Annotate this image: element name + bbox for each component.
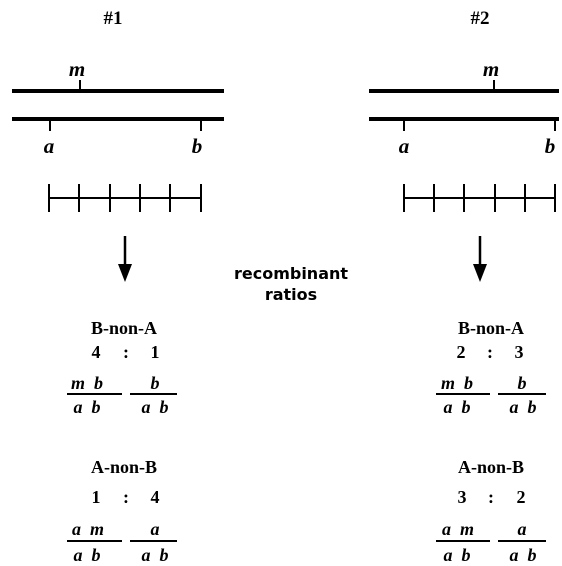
ratio-heading: B-non-A	[91, 318, 157, 338]
center-label-line1: recombinant	[234, 264, 348, 283]
marker-a-label: a	[399, 134, 410, 158]
genotype-denominator: a b	[510, 545, 537, 565]
genotype-numerator: a	[151, 519, 160, 539]
panel-title: #2	[471, 8, 490, 29]
ratio-heading: B-non-A	[458, 318, 524, 338]
genotype-denominator: a b	[74, 397, 101, 417]
marker-b-label: b	[545, 134, 556, 158]
down-arrow-icon	[118, 236, 132, 282]
ratio-heading: A-non-B	[458, 457, 524, 477]
genotype-numerator: a	[518, 519, 527, 539]
ratio-left-value: 3	[458, 487, 467, 507]
panel-1: #1 m a b B-non-A 4 : 1 m	[12, 8, 224, 565]
ratio-left-value: 2	[457, 342, 466, 362]
genotype-numerator: a m	[442, 519, 474, 539]
marker-a-label: a	[44, 134, 55, 158]
panel-2: #2 m a b B-non-A 2 : 3 m b a b b	[369, 8, 559, 565]
ratio-separator: :	[487, 342, 493, 362]
ratio-heading: A-non-B	[91, 457, 157, 477]
ratio-separator: :	[123, 487, 129, 507]
panel-title: #1	[104, 8, 123, 29]
genotype-denominator: a b	[142, 397, 169, 417]
marker-b-label: b	[192, 134, 203, 158]
map-scale-bar	[403, 184, 556, 212]
genotype-denominator: a b	[142, 545, 169, 565]
map-scale-bar	[48, 184, 202, 212]
genotype-denominator: a b	[444, 545, 471, 565]
ratio-right-value: 4	[151, 487, 160, 507]
down-arrow-icon	[473, 236, 487, 282]
genotype-denominator: a b	[510, 397, 537, 417]
marker-m-label: m	[483, 57, 499, 81]
genotype-numerator: m b	[441, 373, 473, 393]
ratio-separator: :	[123, 342, 129, 362]
ratio-left-value: 1	[92, 487, 101, 507]
genotype-numerator: b	[518, 373, 527, 393]
ratio-separator: :	[488, 487, 494, 507]
center-label: recombinant ratios	[234, 264, 348, 304]
genotype-numerator: b	[151, 373, 160, 393]
ratio-right-value: 3	[515, 342, 524, 362]
ratio-right-value: 1	[151, 342, 160, 362]
ratio-left-value: 4	[92, 342, 101, 362]
genotype-numerator: m b	[71, 373, 103, 393]
ratio-right-value: 2	[517, 487, 526, 507]
center-label-line2: ratios	[265, 285, 317, 304]
genotype-denominator: a b	[74, 545, 101, 565]
genotype-numerator: a m	[72, 519, 104, 539]
marker-m-label: m	[69, 57, 85, 81]
genotype-denominator: a b	[444, 397, 471, 417]
